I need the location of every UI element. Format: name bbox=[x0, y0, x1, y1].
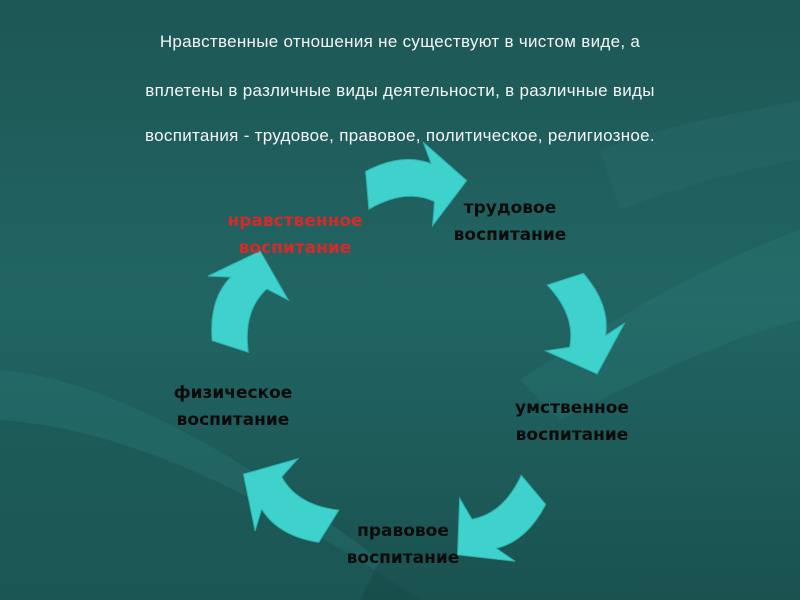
node-labor-education: трудовое воспитание bbox=[420, 195, 600, 249]
node-moral-line2: воспитание bbox=[238, 238, 352, 258]
headline-line-2: вплетены в различные виды деятельности, … bbox=[145, 81, 655, 100]
node-labor-line2: воспитание bbox=[453, 225, 567, 245]
node-physical-line2: воспитание bbox=[176, 410, 290, 430]
node-moral-line1: нравственное bbox=[227, 211, 363, 231]
node-moral-education: нравственное воспитание bbox=[200, 208, 390, 262]
node-mental-education: умственное воспитание bbox=[482, 395, 662, 449]
node-mental-line1: умственное bbox=[515, 398, 629, 418]
cycle-arrow-2 bbox=[525, 265, 638, 388]
node-physical-line1: физическое bbox=[173, 383, 293, 403]
node-labor-line1: трудовое bbox=[463, 198, 557, 218]
headline-line-1: Нравственные отношения не существуют в ч… bbox=[159, 32, 641, 51]
node-legal-line2: воспитание bbox=[346, 548, 460, 568]
headline-line-3: воспитания - трудовое, правовое, политич… bbox=[145, 126, 655, 145]
node-legal-education: правовое воспитание bbox=[313, 518, 493, 572]
node-physical-education: физическое воспитание bbox=[138, 380, 328, 434]
node-legal-line1: правовое bbox=[357, 521, 449, 541]
node-mental-line2: воспитание bbox=[515, 425, 629, 445]
